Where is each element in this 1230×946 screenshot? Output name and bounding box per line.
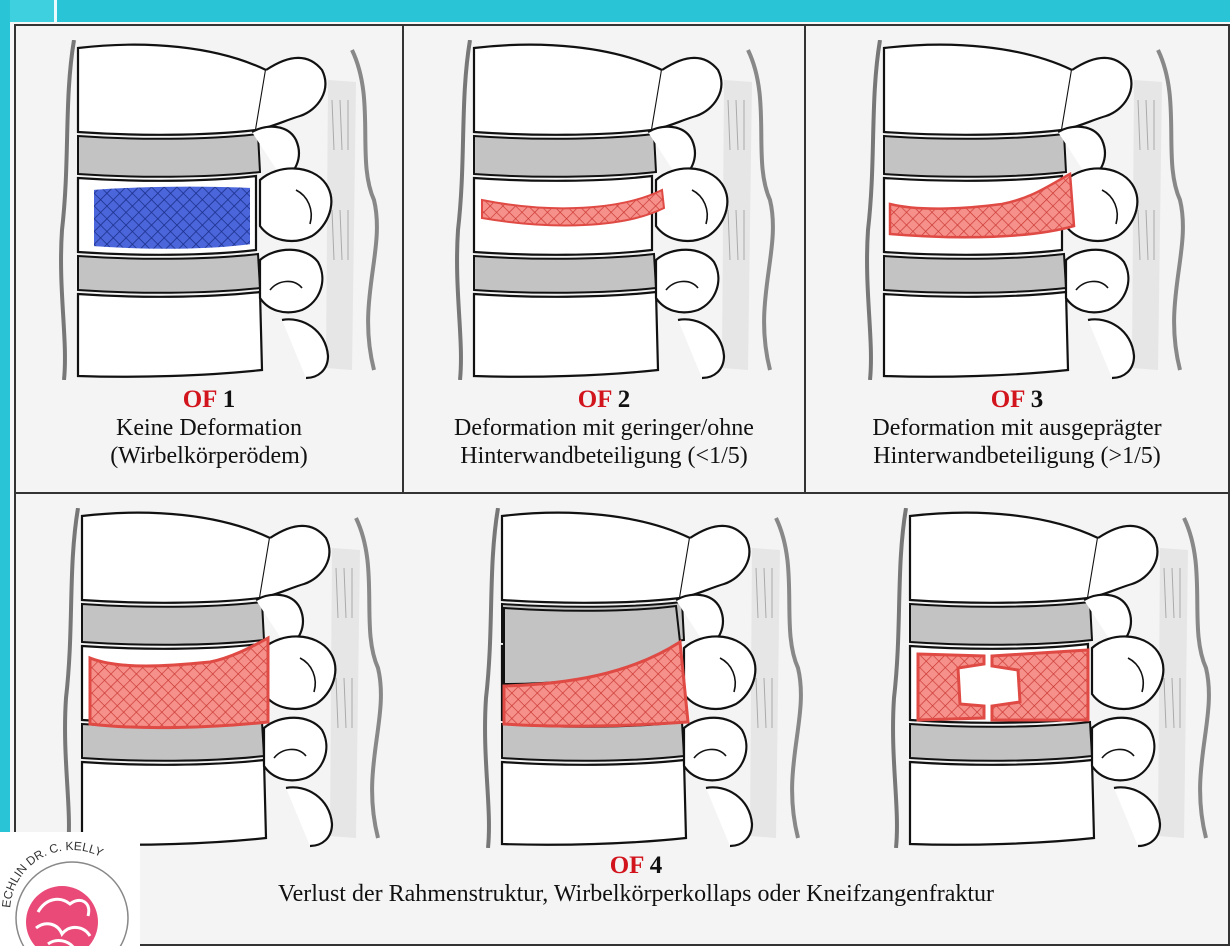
caption-of4: OF 4 Verlust der Rahmenstruktur, Wirbelk…	[136, 852, 1136, 908]
watermark-logo: ECHLIN DR. C. KELLY	[0, 832, 140, 946]
frame-corner	[10, 0, 57, 22]
grade-number: 3	[1031, 386, 1044, 413]
caption-line2: Hinterwandbeteiligung (<1/5)	[404, 442, 804, 470]
spine-illustration-of2	[452, 40, 792, 380]
caption-of2: OF 2 Deformation mit geringer/ohne Hinte…	[404, 386, 804, 470]
caption-line2: (Wirbelkörperödem)	[16, 442, 402, 470]
caption-line1: Deformation mit geringer/ohne	[404, 414, 804, 442]
caption-of3: OF 3 Deformation mit ausgeprägter Hinter…	[806, 386, 1228, 470]
spine-illustration-of3	[862, 40, 1202, 380]
caption-line2: Hinterwandbeteiligung (>1/5)	[806, 442, 1228, 470]
left-frame-bar	[0, 0, 10, 946]
caption-line1: Verlust der Rahmenstruktur, Wirbelkörper…	[136, 880, 1136, 908]
edema-region	[92, 185, 252, 251]
spine-illustration-of4b	[480, 508, 820, 848]
diagram-sheet: OF 1 Keine Deformation (Wirbelkörperödem…	[14, 24, 1230, 946]
spine-illustration-of4a	[60, 508, 400, 848]
grade-prefix: OF	[578, 386, 612, 413]
panel-of1: OF 1 Keine Deformation (Wirbelkörperödem…	[14, 24, 404, 494]
panel-of4: OF 4 Verlust der Rahmenstruktur, Wirbelk…	[14, 492, 1230, 946]
spine-illustration-of1	[56, 40, 396, 380]
top-frame-bar	[0, 0, 1230, 22]
panel-of2: OF 2 Deformation mit geringer/ohne Hinte…	[402, 24, 806, 494]
caption-of1: OF 1 Keine Deformation (Wirbelkörperödem…	[16, 386, 402, 470]
spine-illustration-of4c	[888, 508, 1228, 848]
brain-icon: ECHLIN DR. C. KELLY	[0, 832, 140, 946]
grade-number: 1	[223, 386, 236, 413]
grade-number: 4	[650, 852, 663, 879]
grade-prefix: OF	[183, 386, 217, 413]
caption-line1: Keine Deformation	[16, 414, 402, 442]
grade-prefix: OF	[610, 852, 644, 879]
panel-of3: OF 3 Deformation mit ausgeprägter Hinter…	[804, 24, 1230, 494]
grade-number: 2	[618, 386, 631, 413]
caption-line1: Deformation mit ausgeprägter	[806, 414, 1228, 442]
grade-prefix: OF	[991, 386, 1025, 413]
